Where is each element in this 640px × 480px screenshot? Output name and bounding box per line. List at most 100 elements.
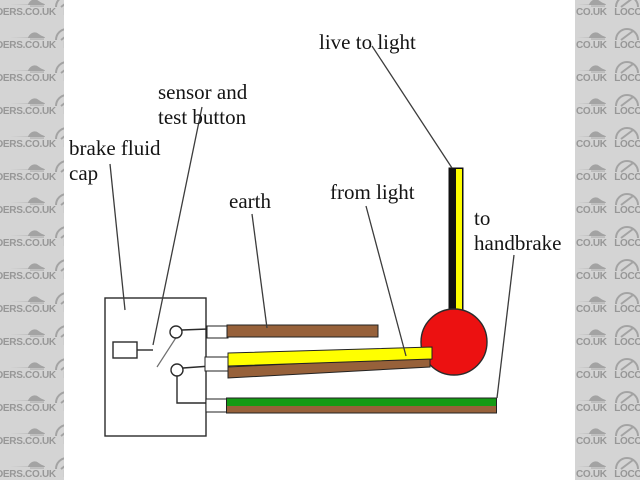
watermark-car-row xyxy=(0,159,64,173)
label-from-light: from light xyxy=(330,180,415,205)
locost-car-icon xyxy=(577,131,606,139)
locost-arch-icon xyxy=(55,325,64,338)
locost-arch-icon xyxy=(615,292,639,305)
handbrake-wire-brown xyxy=(227,406,496,413)
watermark-car-row xyxy=(575,93,640,107)
watermark-text: CO.UK LOCOST xyxy=(576,337,640,348)
label-line: sensor and xyxy=(158,80,248,104)
locost-car-icon xyxy=(10,131,45,139)
watermark-text: DERS.CO.UK LO xyxy=(0,304,64,315)
locost-car-icon xyxy=(577,362,606,370)
watermark-tile: CO.UK LOCOST xyxy=(575,52,640,85)
locost-car-icon xyxy=(10,230,45,238)
watermark-car-row xyxy=(0,357,64,371)
locost-car-icon xyxy=(577,65,606,73)
watermark-text: DERS.CO.UK LO xyxy=(0,7,64,18)
watermark-car-row xyxy=(575,192,640,206)
connector-middle xyxy=(204,356,229,372)
lower-contact-circle xyxy=(170,363,184,377)
watermark-car-row xyxy=(0,27,64,41)
locost-arch-icon xyxy=(615,424,639,437)
watermark-tile: DERS.CO.UK LO xyxy=(0,349,64,382)
watermark-tile: CO.UK LOCOST xyxy=(575,19,640,52)
locost-arch-icon xyxy=(55,160,64,173)
pointer-line-to-handbrake xyxy=(496,254,515,399)
watermark-car-row xyxy=(0,192,64,206)
diagram-canvas: live to light sensor and test button bra… xyxy=(64,0,575,480)
label-brake-fluid-cap: brake fluid cap xyxy=(69,136,161,186)
connector-top xyxy=(206,325,229,339)
watermark-car-row xyxy=(0,390,64,404)
locost-car-icon xyxy=(577,395,606,403)
locost-arch-icon xyxy=(55,358,64,371)
locost-car-icon xyxy=(577,230,606,238)
watermark-text: DERS.CO.UK LO xyxy=(0,238,64,249)
locost-car-icon xyxy=(10,32,45,40)
watermark-text: DERS.CO.UK LO xyxy=(0,469,64,480)
locost-car-icon xyxy=(10,428,45,436)
watermark-car-row xyxy=(575,0,640,8)
locost-car-icon xyxy=(10,263,45,271)
watermark-text: DERS.CO.UK LO xyxy=(0,106,64,117)
locost-arch-icon xyxy=(615,0,639,8)
watermark-text: DERS.CO.UK LO xyxy=(0,205,64,216)
handbrake-wire-green xyxy=(227,398,496,406)
watermark-strip-right: CO.UK LOCOST CO.UK LOCOST xyxy=(575,0,640,480)
pointer-line-brake-fluid-cap xyxy=(109,163,126,311)
wiring-diagram xyxy=(104,45,515,437)
watermark-car-row xyxy=(0,324,64,338)
watermark-tile: CO.UK LOCOST xyxy=(575,382,640,415)
watermark-car-row xyxy=(0,60,64,74)
handbrake-wire-outline xyxy=(226,397,497,414)
upper-contact-circle xyxy=(169,325,183,339)
locost-car-icon xyxy=(577,98,606,106)
label-line: brake fluid xyxy=(69,136,161,160)
watermark-tile: DERS.CO.UK LO xyxy=(0,448,64,480)
locost-car-icon xyxy=(10,197,45,205)
label-sensor-test-button: sensor and test button xyxy=(158,80,247,130)
locost-car-icon xyxy=(10,329,45,337)
watermark-text: DERS.CO.UK LO xyxy=(0,172,64,183)
watermark-tile: DERS.CO.UK LO xyxy=(0,415,64,448)
locost-arch-icon xyxy=(55,28,64,41)
label-line: from light xyxy=(330,180,415,204)
locost-arch-icon xyxy=(615,94,639,107)
label-to-handbrake: to handbrake xyxy=(474,206,561,256)
watermark-text: CO.UK LOCOST xyxy=(576,238,640,249)
locost-arch-icon xyxy=(615,226,639,239)
locost-car-icon xyxy=(10,164,45,172)
watermark-car-row xyxy=(575,456,640,470)
watermark-car-row xyxy=(575,423,640,437)
locost-car-icon xyxy=(577,0,606,7)
watermark-text: DERS.CO.UK LO xyxy=(0,139,64,150)
watermark-car-row xyxy=(0,225,64,239)
warning-light xyxy=(420,308,488,376)
watermark-tile: CO.UK LOCOST xyxy=(575,283,640,316)
locost-arch-icon xyxy=(55,226,64,239)
watermark-text: DERS.CO.UK LO xyxy=(0,271,64,282)
test-button-square xyxy=(112,341,138,359)
pointer-line-from-light xyxy=(365,205,407,357)
watermark-text: CO.UK LOCOST xyxy=(576,304,640,315)
locost-car-icon xyxy=(10,0,45,7)
locost-car-icon xyxy=(577,197,606,205)
watermark-car-row xyxy=(575,258,640,272)
locost-arch-icon xyxy=(55,424,64,437)
watermark-car-row xyxy=(575,27,640,41)
pointer-line-earth xyxy=(251,213,268,329)
watermark-car-row xyxy=(575,390,640,404)
watermark-text: CO.UK LOCOST xyxy=(576,370,640,381)
watermark-tile: CO.UK LOCOST xyxy=(575,0,640,19)
locost-car-icon xyxy=(577,296,606,304)
connector-bottom xyxy=(205,398,228,413)
watermark-car-row xyxy=(0,456,64,470)
locost-arch-icon xyxy=(615,28,639,41)
locost-car-icon xyxy=(10,395,45,403)
watermark-car-row xyxy=(0,291,64,305)
watermark-tile: DERS.CO.UK LO xyxy=(0,250,64,283)
watermark-text: DERS.CO.UK LO xyxy=(0,436,64,447)
locost-arch-icon xyxy=(615,325,639,338)
watermark-text: CO.UK LOCOST xyxy=(576,172,640,183)
watermark-tile: DERS.CO.UK LO xyxy=(0,19,64,52)
locost-arch-icon xyxy=(55,457,64,470)
